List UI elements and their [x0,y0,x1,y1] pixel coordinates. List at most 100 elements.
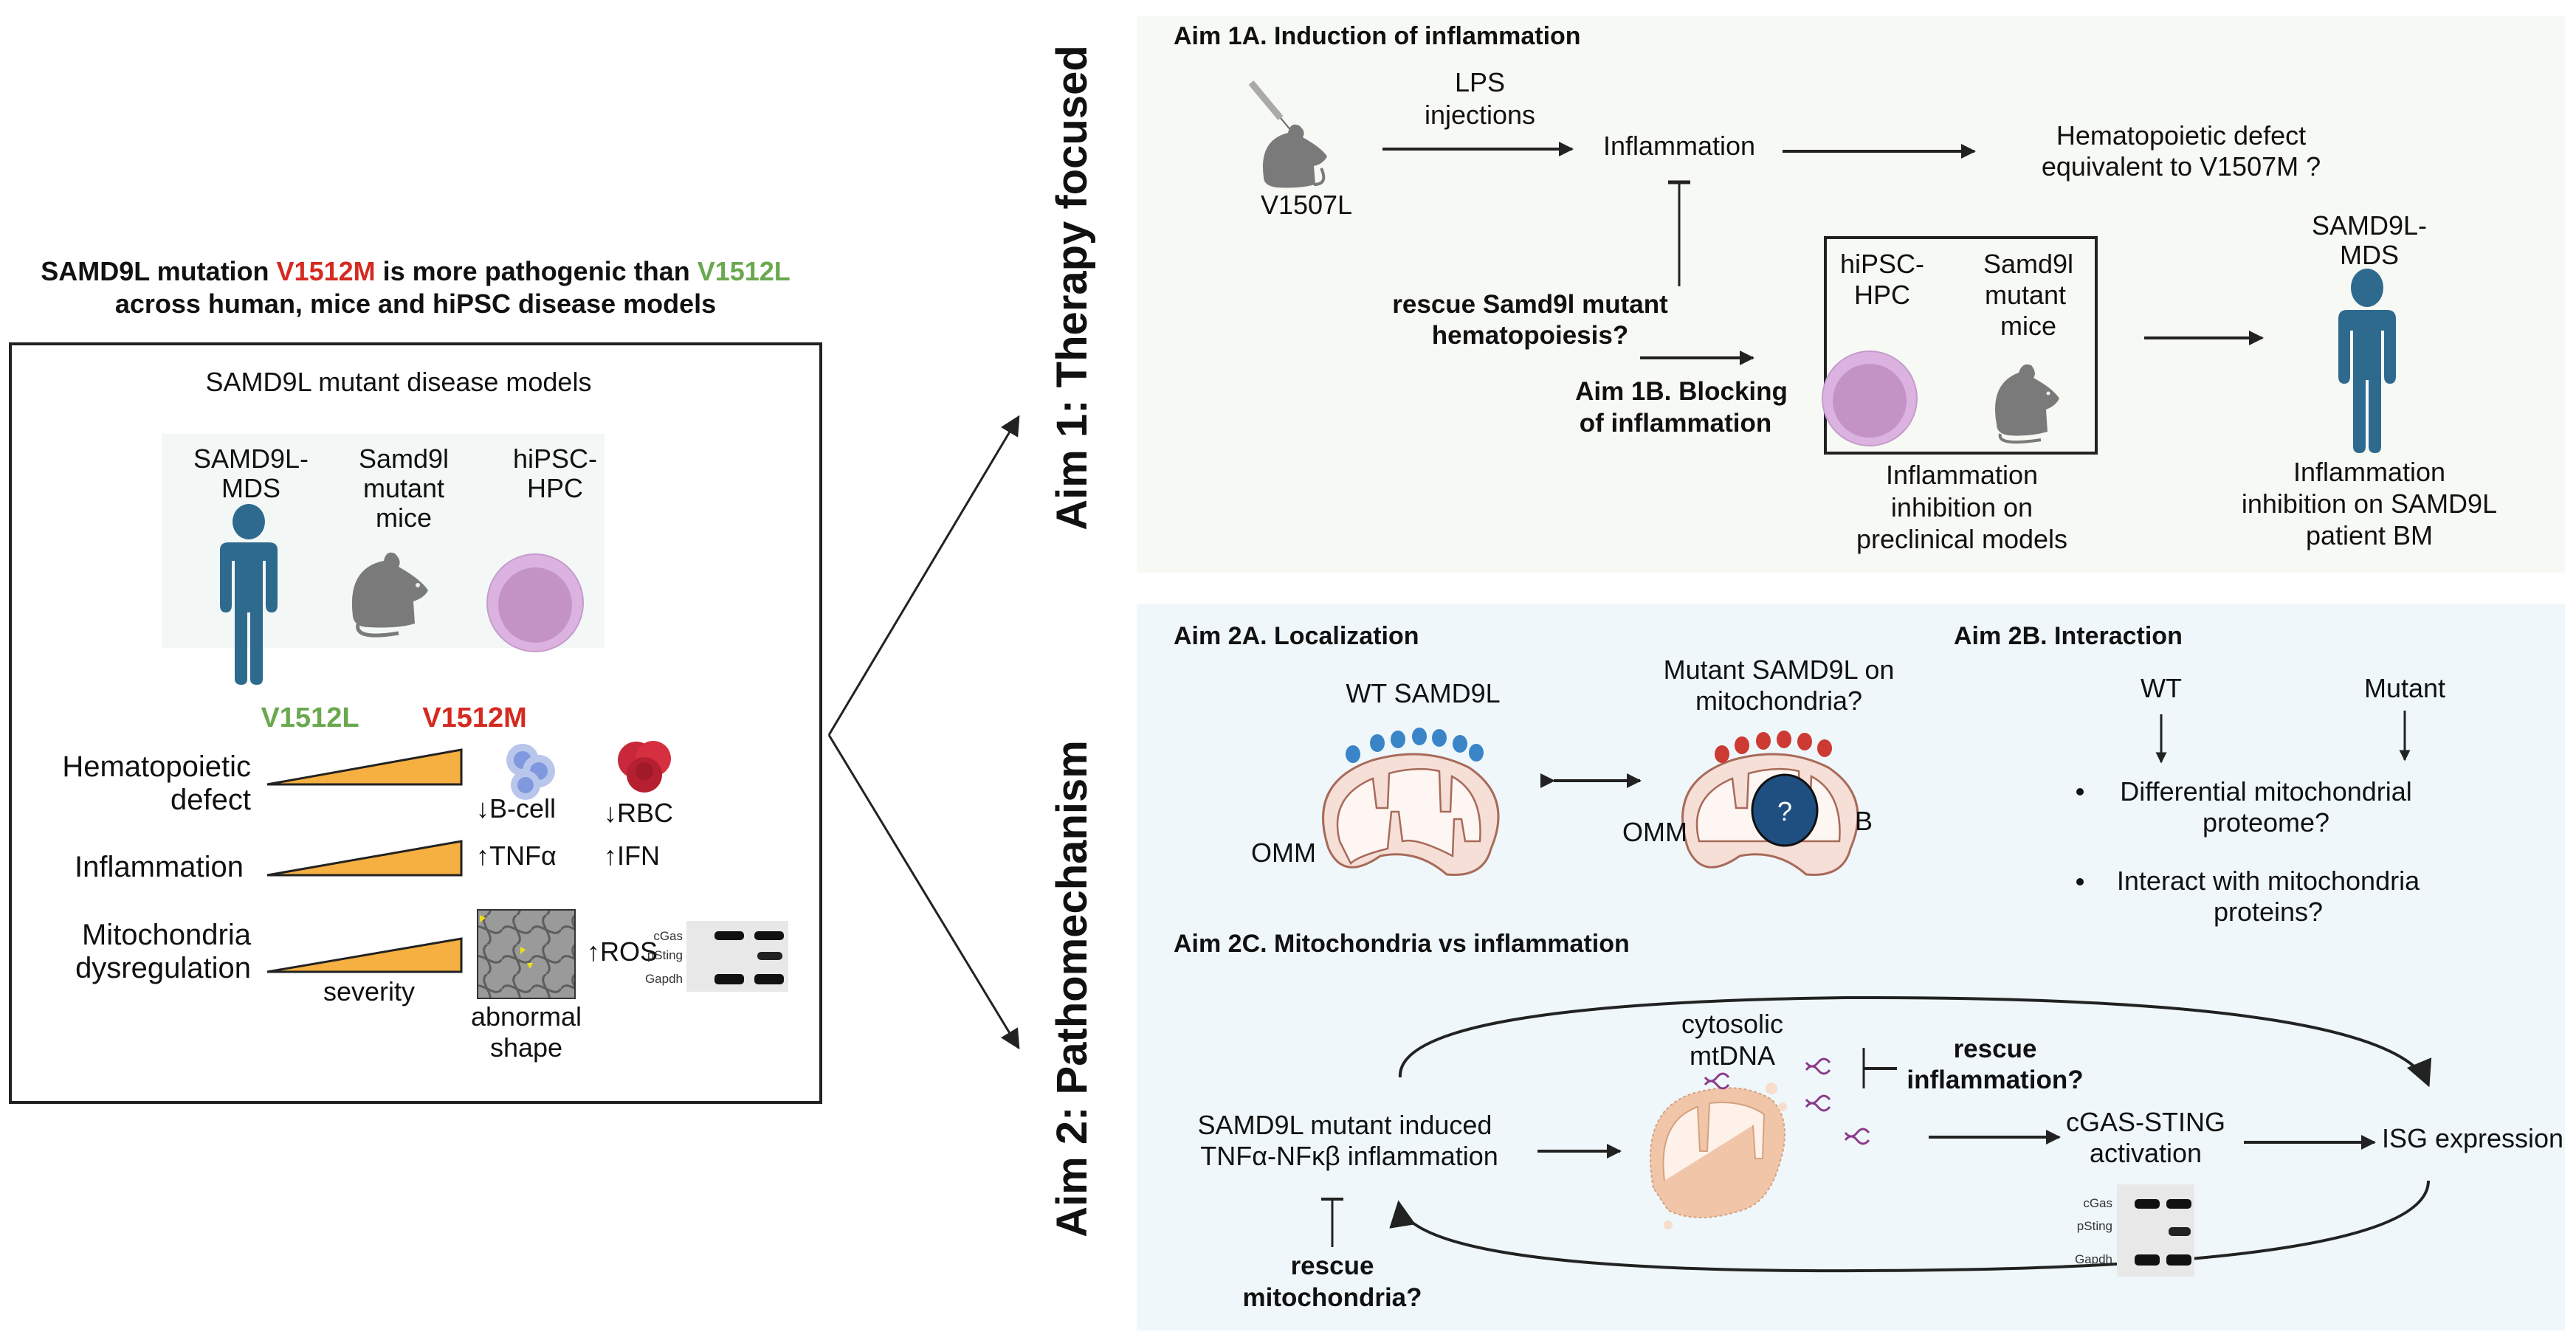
model-cell-label-2: HPC [527,473,583,503]
western-blot-right: cGas pSting Gapdh [2075,1184,2194,1277]
severity-wedge-hematopoietic [266,748,463,786]
lps-label-2: injections [1425,100,1535,130]
mouse-icon [1995,364,2059,444]
em-arrowhead [527,963,533,969]
box-model-cell-2: HPC [1854,280,1910,310]
aim1b-heading-2: of inflammation [1580,409,1772,438]
cell-icon [1822,351,1918,446]
patient-caption-2: inhibition on SAMD9L [2242,488,2497,519]
preclinical-caption-2: inhibition on [1891,492,2033,522]
cytosolic-mtdna-2: mtDNA [1690,1040,1775,1071]
box-model-mouse-1: Samd9l [1983,249,2073,279]
omm-label-mutant: OMM [1622,817,1687,847]
disease-models-heading: SAMD9L mutant disease models [206,367,592,397]
blot-label: pSting [2077,1219,2112,1233]
row-mito-label-2: dysregulation [75,952,251,984]
wt-samd9l-label: WT SAMD9L [1346,678,1500,708]
aim2a-heading: Aim 2A. Localization [1174,622,1419,650]
rescue-hematopoiesis-2: hematopoiesis? [1432,321,1628,350]
model-mouse-label-2: mutant [363,473,444,503]
human-icon [2338,269,2396,453]
rbc-icon [618,741,671,793]
rescue-inflammation-2: inflammation? [1907,1066,2083,1094]
human-icon [220,504,278,685]
marker-tnfa: ↑TNFα [476,840,557,871]
cytosolic-mtdna-1: cytosolic [1681,1009,1783,1039]
lps-label-1: LPS [1455,67,1505,97]
model-mouse-label-3: mice [376,503,432,533]
bullet [2076,878,2084,885]
question-mark: ? [1777,796,1792,826]
box-model-mouse-3: mice [2000,311,2056,341]
cgas-sting-2: activation [2090,1138,2202,1168]
summary-title-line1: SAMD9L mutation V1512M is more pathogeni… [41,256,791,286]
model-mouse-label-1: Samd9l [359,443,449,474]
cgas-sting-1: cGAS-STING [2066,1107,2225,1137]
blot-label: Gapdh [2075,1252,2112,1266]
aim1-panel [1137,16,2565,573]
blot-label: cGas [653,929,683,943]
variant-mild-label: V1512L [261,702,359,733]
marker-b-cell: ↓B-cell [476,793,556,824]
summary-title-line2: across human, mice and hiPSC disease mod… [115,289,716,319]
box-model-cell-1: hiPSC- [1840,249,1924,279]
mutant-samd9l-label-2: mitochondria? [1695,686,1862,716]
feedback-arrow-top [1398,995,2432,1088]
outcome-line1: Hematopoietic defect [2056,120,2306,151]
marker-ifn: ↑IFN [604,840,660,871]
box-model-mouse-2: mutant [1985,280,2066,310]
model-human-label-1: SAMD9L- [193,443,309,474]
blot-label: cGas [2083,1196,2112,1210]
patient-label-2: MDS [2340,240,2399,270]
aim2b-bullet1-line2: proteome? [2203,807,2329,838]
mutant-protein-dots [1715,731,1832,763]
western-blot-left: cGas pSting Gapdh [645,921,788,992]
patient-label-1: SAMD9L- [2312,210,2427,241]
em-arrowhead [480,915,486,922]
b-letter: B [1855,806,1873,836]
aim2b-wt: WT [2141,673,2182,703]
aim2b-bullet2-line1: Interact with mitochondria [2117,866,2420,896]
aim1a-heading: Aim 1A. Induction of inflammation [1174,22,1581,50]
omm-label-wt: OMM [1251,838,1316,868]
arrow-to-aim1 [827,415,1020,736]
isg-expression: ISG expression [2382,1123,2563,1153]
preclinical-caption-1: Inflammation [1886,460,2038,490]
patient-caption-1: Inflammation [2293,457,2445,487]
aim2-panel [1137,604,2565,1330]
severity-wedge-mito [266,937,463,973]
row-hematopoietic-label-1: Hematopoietic [62,750,251,783]
severity-label: severity [323,976,415,1007]
rescue-mitochondria-2: mitochondria? [1242,1283,1422,1312]
damaged-mitochondrion [1650,1083,1787,1229]
mouse-icon [1262,124,1327,188]
model-cell-label-1: hiPSC- [513,443,597,474]
cell-icon [486,553,584,652]
aim2b-bullet1-line1: Differential mitochondrial [2120,776,2412,807]
aim2b-heading: Aim 2B. Interaction [1954,622,2183,650]
mtdna-icon [1704,1057,1870,1145]
aim2c-heading: Aim 2C. Mitochondria vs inflammation [1174,930,1630,958]
mitochondrion-mutant: ? [1681,753,1859,877]
severity-wedge-inflammation [266,840,463,877]
blot-label: pSting [647,948,683,962]
bullet [2076,788,2084,795]
preclinical-caption-3: preclinical models [1856,524,2067,554]
aim1a-mouse-label: V1507L [1261,190,1352,220]
em-caption-2: shape [490,1032,562,1063]
marker-rbc: ↓RBC [604,798,673,828]
row-mito-label-1: Mitochondria [82,919,252,951]
rescue-inflammation-1: rescue [1954,1035,2037,1063]
mitochondrion-wt [1322,753,1500,877]
aim1a-inflammation: Inflammation [1603,131,1755,161]
em-micrograph [477,909,576,999]
feedback-arrow-bottom [1389,1180,2430,1273]
em-caption-1: abnormal [471,1001,582,1032]
summary-title: SAMD9L mutation V1512M is more pathogeni… [41,256,791,319]
variant-severe-label: V1512M [422,702,527,733]
unknown-partner [1751,773,1819,847]
aim2b-bullet2-line2: proteins? [2214,897,2323,927]
mouse-icon [351,552,428,638]
aim2c-start-1: SAMD9L mutant induced [1198,1110,1492,1140]
